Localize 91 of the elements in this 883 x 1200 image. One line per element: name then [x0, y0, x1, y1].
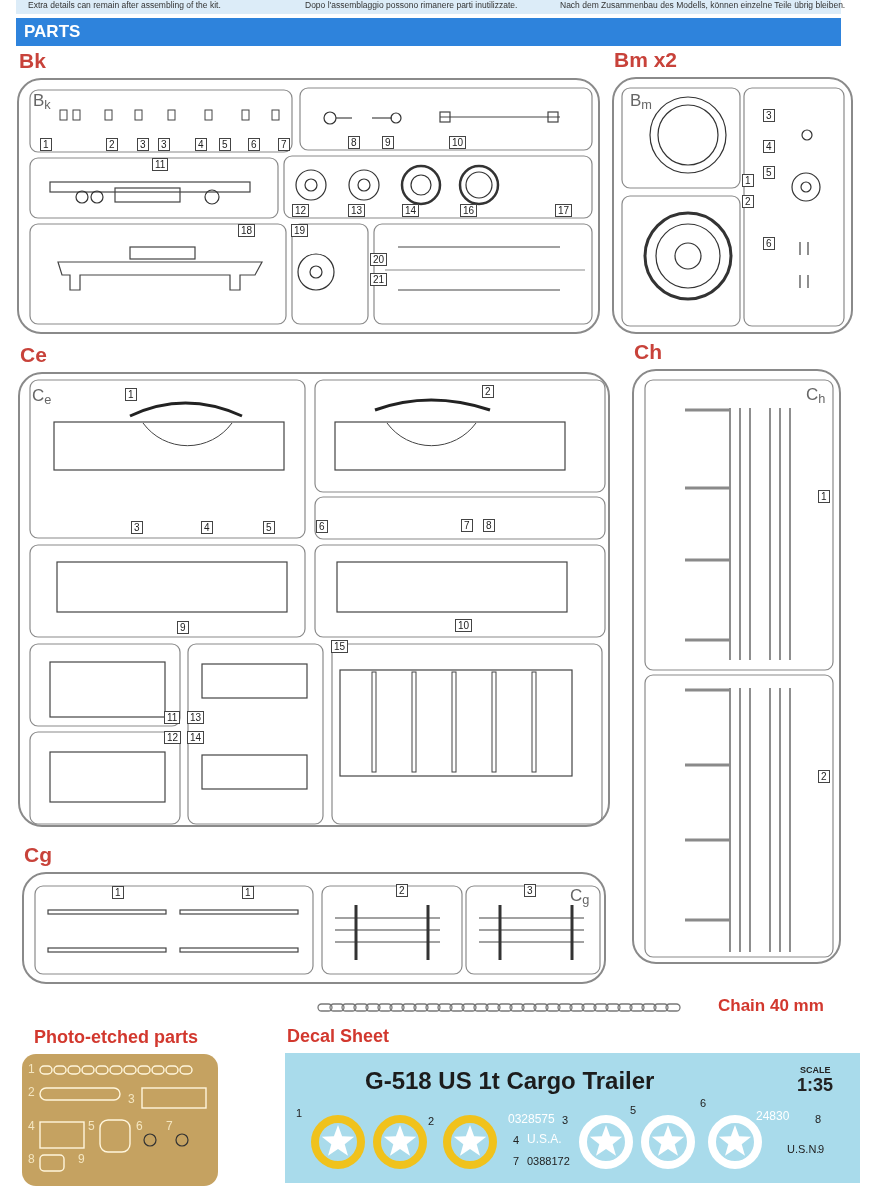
decal-marking-text: U.S.A. — [527, 1133, 562, 1146]
part-number: 5 — [263, 521, 275, 534]
part-number: 6 — [248, 138, 260, 151]
decal-number: 3 — [562, 1114, 569, 1126]
part-number: 17 — [555, 204, 573, 217]
sprue-letter: B$_{k}$ — [33, 92, 51, 110]
part-number: 8 — [483, 519, 495, 532]
chain-caption: Chain 40 mm — [718, 996, 824, 1016]
part-number: 3 — [158, 138, 170, 151]
note-text: Nach dem Zusammenbau des Modells, können einzelne Teile übrig bleiben. — [560, 0, 846, 10]
part-number: 2 — [818, 770, 830, 783]
part-number: 9 — [382, 136, 394, 149]
part-number: 9 — [78, 1153, 85, 1166]
part-number: 19 — [291, 224, 309, 237]
part-number: 8 — [348, 136, 360, 149]
part-number: 12 — [292, 204, 310, 217]
decal-number: 1 — [296, 1107, 303, 1119]
part-number: 2 — [396, 884, 408, 897]
part-number: 7 — [166, 1120, 173, 1133]
part-number: 4 — [763, 140, 775, 153]
decal-number: 9 — [818, 1143, 825, 1155]
decal-marking-text: 0328575 — [508, 1113, 555, 1126]
sprue-heading: Ch — [634, 340, 662, 364]
part-number: 3 — [128, 1093, 135, 1106]
part-number: 1 — [40, 138, 52, 151]
sprue-heading: Bk — [19, 49, 46, 73]
part-number: 6 — [763, 237, 775, 250]
part-number: 16 — [460, 204, 478, 217]
sprue-letter: B$_{m}$ — [630, 92, 652, 110]
part-number: 1 — [242, 886, 254, 899]
sprue-heading: Ce — [20, 343, 47, 367]
part-number: 7 — [461, 519, 473, 532]
decal-number: 4 — [513, 1134, 520, 1146]
scale-text: 1:35 — [797, 1075, 834, 1095]
sprue-heading: Bm x2 — [614, 48, 678, 72]
sprue-heading: Cg — [24, 843, 52, 867]
part-number: 3 — [137, 138, 149, 151]
part-number: 1 — [28, 1063, 35, 1076]
part-number: 14 — [187, 731, 205, 744]
part-number: 4 — [195, 138, 207, 151]
part-number: 1 — [112, 886, 124, 899]
part-number: 21 — [370, 273, 388, 286]
decal-marking-text: 24830 — [756, 1110, 790, 1123]
part-number: 2 — [482, 385, 494, 398]
sprue-letter: C$_{g}$ — [570, 887, 590, 905]
part-number: 11 — [152, 158, 169, 171]
part-number: 3 — [524, 884, 536, 897]
part-number: 6 — [136, 1120, 143, 1133]
part-number: 3 — [763, 109, 775, 122]
part-number: 5 — [763, 166, 775, 179]
decal-number: 6 — [700, 1097, 707, 1109]
part-number: 2 — [106, 138, 118, 151]
part-number: 3 — [131, 521, 143, 534]
scale-text: SCALE — [800, 1065, 831, 1075]
part-number: 10 — [455, 619, 473, 632]
sprue-letter: C$_{h}$ — [806, 386, 826, 404]
part-number: 1 — [742, 174, 754, 187]
decal-number: 8 — [815, 1113, 822, 1125]
part-number: 4 — [28, 1120, 35, 1133]
note-text: Extra details can remain after assembling of the kit. — [28, 0, 221, 10]
part-number: 1 — [818, 490, 830, 503]
note-text: Dopo l'assemblaggio possono rimanere parti inutilizzate. — [305, 0, 518, 10]
part-number: 18 — [238, 224, 256, 237]
part-number: 8 — [28, 1153, 35, 1166]
part-number: 2 — [28, 1086, 35, 1099]
part-number: 15 — [331, 640, 349, 653]
part-number: 7 — [278, 138, 290, 151]
sprue-heading: Photo-etched parts — [34, 1026, 198, 1048]
part-number: 10 — [449, 136, 467, 149]
part-number: 9 — [177, 621, 189, 634]
part-number: 14 — [402, 204, 420, 217]
part-number: 5 — [88, 1120, 95, 1133]
decal-number: 2 — [428, 1115, 435, 1127]
part-number: 13 — [187, 711, 205, 724]
decal-title: G-518 US 1t Cargo Trailer — [365, 1067, 655, 1095]
part-number: 12 — [164, 731, 182, 744]
part-number: 6 — [316, 520, 328, 533]
sprue-heading: Decal Sheet — [287, 1025, 390, 1047]
decal-number: U.S.N. — [787, 1143, 820, 1155]
part-number: 1 — [125, 388, 137, 401]
decal-number: 5 — [630, 1104, 637, 1116]
part-number: 5 — [219, 138, 231, 151]
part-number: 11 — [164, 711, 181, 724]
decal-number: 0388172 — [527, 1155, 570, 1167]
sprue-letter: C$_{e}$ — [32, 387, 52, 405]
decal-number: 7 — [513, 1155, 520, 1167]
part-number: 2 — [742, 195, 754, 208]
part-number: 4 — [201, 521, 213, 534]
part-number: 20 — [370, 253, 388, 266]
section-title-bar: PARTS — [16, 18, 841, 46]
part-number: 13 — [348, 204, 366, 217]
